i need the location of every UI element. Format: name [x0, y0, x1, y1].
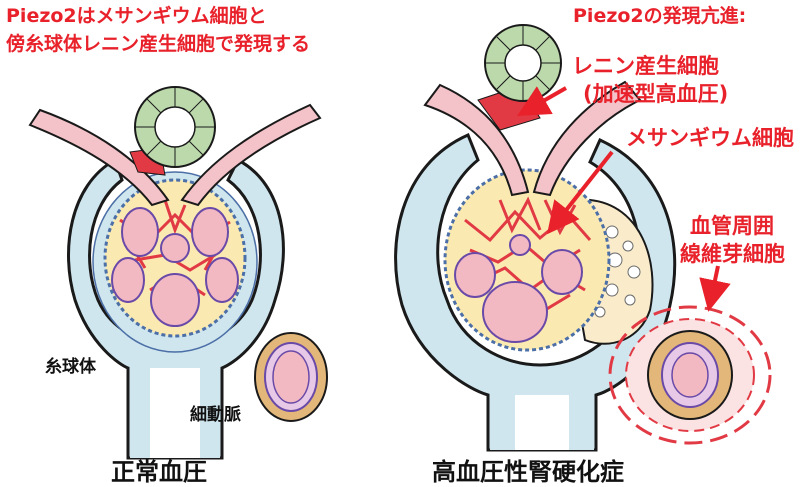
label-mesangial-cells: メサンギウム細胞 [626, 126, 794, 150]
caption-right: 高血圧性腎硬化症 [432, 452, 624, 487]
label-perivascular-1: 血管周囲 [690, 214, 774, 238]
label-renin-cells-sub: (加速型高血圧) [583, 82, 728, 106]
label-perivascular-2: 線維芽細胞 [680, 242, 785, 266]
label-arteriole: 細動脈 [190, 400, 241, 425]
label-renin-cells: レニン産生細胞 [572, 54, 719, 78]
headline-right: Piezo2の発現亢進: [573, 4, 746, 28]
arrow-to-fibroblast [710, 266, 718, 304]
caption-left: 正常血圧 [111, 452, 207, 487]
headline-left-line2: 傍糸球体レニン産生細胞で発現する [6, 32, 310, 56]
headline-left-line1: Piezo2はメサンギウム細胞と [6, 4, 267, 28]
label-glomerulus: 糸球体 [45, 352, 96, 377]
sclerotic-tubule [485, 25, 561, 101]
thickened-arteriole [610, 307, 770, 443]
normal-small-arteriole [255, 333, 327, 421]
normal-tubule [135, 87, 215, 167]
